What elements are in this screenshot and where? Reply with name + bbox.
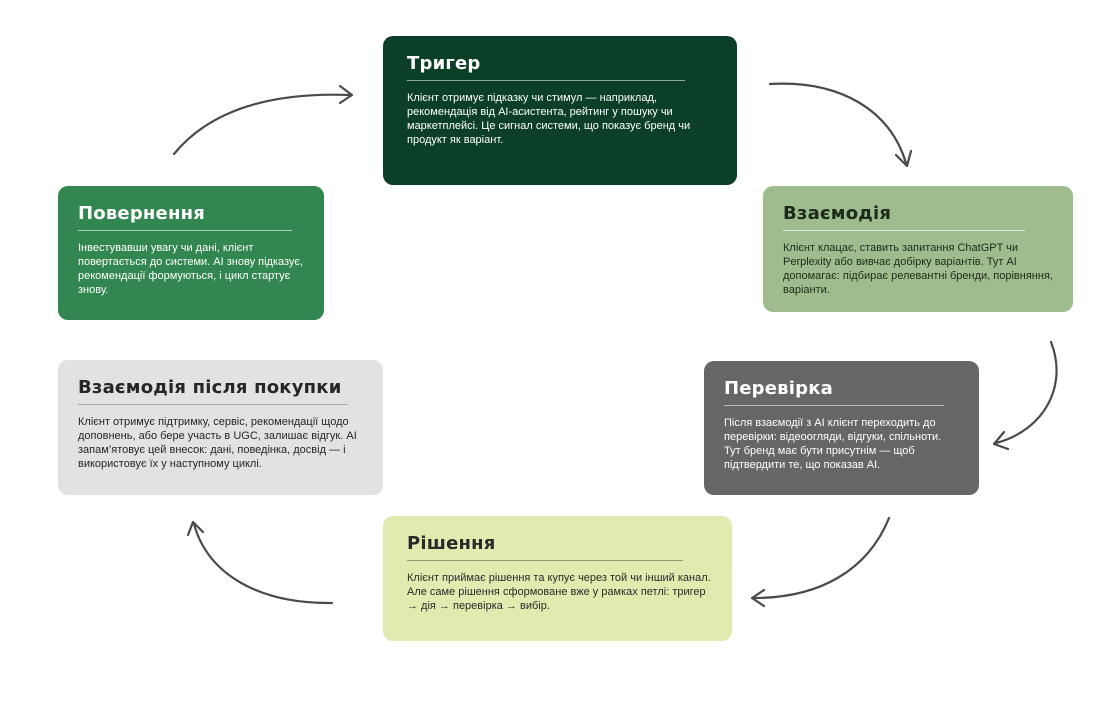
card-check: Перевірка Після взаємодії з AI клієнт пе… (704, 361, 979, 495)
arrow-interaction-to-check (992, 340, 1058, 451)
divider (78, 404, 348, 405)
card-title: Взаємодія після покупки (78, 377, 342, 398)
card-text: Клієнт отримує підказку чи стимул — напр… (407, 92, 691, 146)
divider (724, 405, 944, 406)
card-return: Повернення Інвестувавши увагу чи дані, к… (58, 186, 324, 320)
card-trigger: Тригер Клієнт отримує підказку чи стимул… (383, 36, 737, 185)
arrow-trigger-to-interaction (768, 82, 913, 168)
divider (407, 80, 685, 81)
card-post-purchase: Взаємодія після покупки Клієнт отримує п… (58, 360, 383, 495)
card-title: Повернення (78, 203, 205, 224)
arrow-decision-to-post (186, 520, 334, 605)
card-title: Рішення (407, 533, 496, 554)
card-text: Після взаємодії з AI клієнт переходить д… (724, 417, 942, 471)
card-text: Інвестувавши увагу чи дані, клієнт повер… (78, 242, 304, 296)
card-interaction: Взаємодія Клієнт клацає, ставить запитан… (763, 186, 1073, 312)
divider (783, 230, 1025, 231)
card-title: Перевірка (724, 378, 833, 399)
card-text: Клієнт клацає, ставить запитання ChatGPT… (783, 242, 1053, 296)
card-title: Взаємодія (783, 203, 892, 224)
arrow-check-to-decision (750, 516, 891, 608)
card-text: Клієнт приймає рішення та купує через то… (407, 572, 711, 612)
arrow-return-to-trigger (172, 84, 354, 156)
card-decision: Рішення Клієнт приймає рішення та купує … (383, 516, 732, 641)
card-text: Клієнт отримує підтримку, сервіс, рекоме… (78, 416, 357, 470)
divider (78, 230, 292, 231)
card-title: Тригер (407, 53, 481, 74)
divider (407, 560, 683, 561)
